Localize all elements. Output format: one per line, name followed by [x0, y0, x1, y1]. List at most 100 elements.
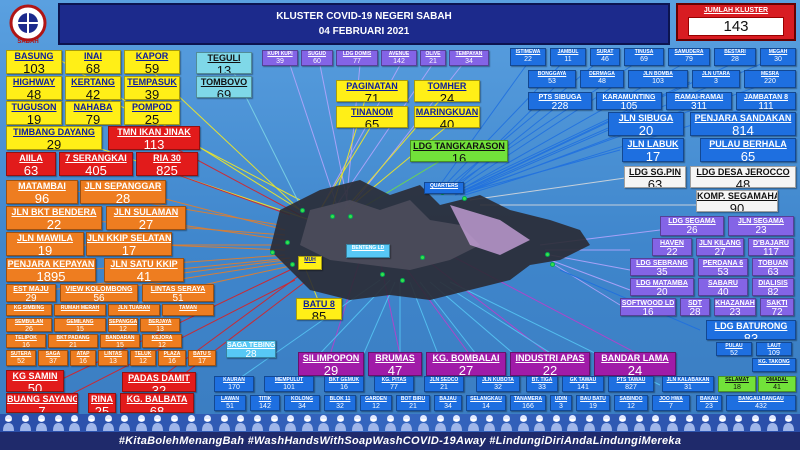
cluster-card[interactable]: KG SIMBING [6, 304, 52, 316]
cluster-card[interactable]: JLN TUARAN [108, 304, 160, 316]
cluster-card[interactable]: TAMAN [162, 304, 214, 316]
